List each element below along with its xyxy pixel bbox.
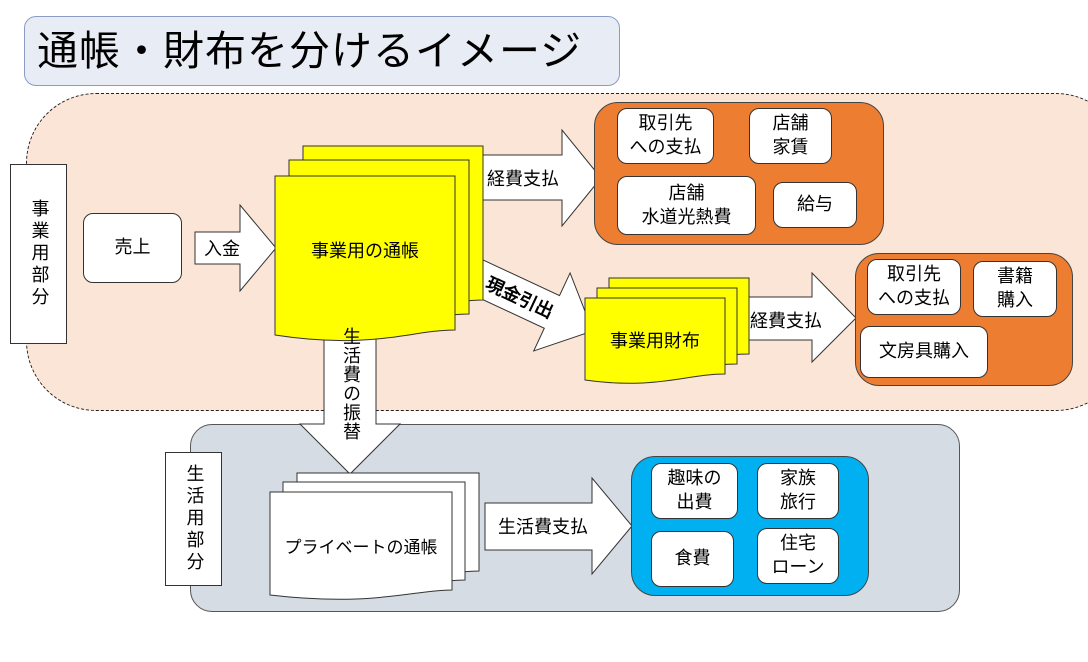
business-passbook-doc [274, 145, 484, 342]
deposit-arrow [194, 203, 277, 293]
living-payment-label: 生活費支払 [498, 517, 588, 538]
supplier-payment-box: 取引先 への支払 [617, 108, 714, 164]
stationery-box: 文房具購入 [860, 326, 988, 378]
store-rent-box: 店舗 家賃 [749, 108, 832, 164]
page-title: 通帳・財布を分けるイメージ [24, 16, 620, 86]
private-passbook-label: プライベートの通帳 [284, 537, 438, 558]
business-passbook-label: 事業用の通帳 [311, 241, 419, 262]
living-transfer-label: 生活費の振替 [340, 327, 361, 441]
living-transfer-arrow [298, 324, 402, 475]
expense-label-2: 経費支払 [750, 311, 822, 332]
salary-box: 給与 [773, 182, 857, 228]
food-box: 食費 [651, 531, 734, 587]
home-loan-box: 住宅 ローン [757, 528, 839, 584]
business-wallet-doc [584, 277, 750, 384]
sales-box: 売上 [83, 213, 182, 283]
expense-arrow-2 [738, 271, 857, 364]
books-box: 書籍 購入 [973, 261, 1057, 317]
living-payment-arrow [484, 476, 633, 576]
business-wallet-label: 事業用財布 [610, 331, 700, 352]
private-section-label: 生活用部分 [165, 452, 222, 586]
expense-label-1: 経費支払 [487, 169, 559, 190]
store-utilities-box: 店舗 水道光熱費 [617, 176, 756, 235]
deposit-label: 入金 [204, 239, 240, 260]
private-passbook-doc [269, 472, 480, 600]
family-trip-box: 家族 旅行 [757, 463, 839, 519]
business-section-label: 事業用部分 [10, 164, 67, 344]
expense-arrow-1 [473, 128, 602, 228]
wallet-supplier-payment-box: 取引先 への支払 [867, 259, 961, 315]
hobby-box: 趣味の 出費 [651, 463, 738, 519]
